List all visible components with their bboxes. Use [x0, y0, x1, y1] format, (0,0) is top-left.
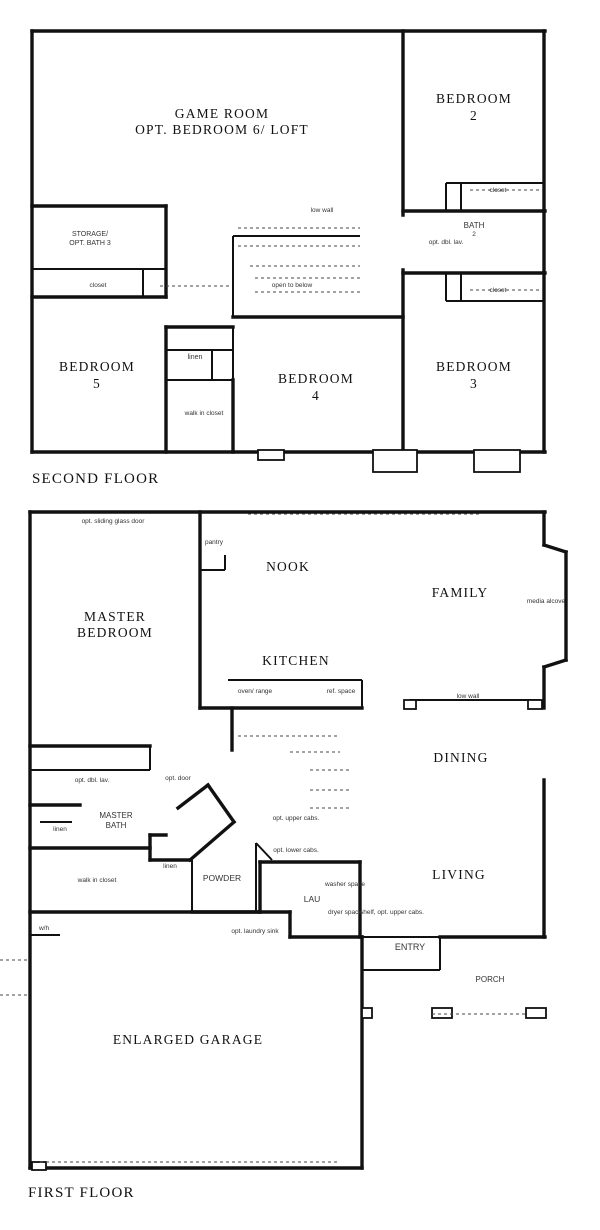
- opt-door-label: opt. door: [165, 775, 191, 782]
- walk-in-closet-label: walk in closet: [184, 410, 224, 417]
- second-floor-title: SECOND FLOOR: [32, 471, 159, 487]
- bedroom-4-label: BEDROOM: [278, 371, 354, 386]
- master-bedroom-label: MASTER: [84, 609, 146, 624]
- bath-2-label: BATH: [464, 221, 485, 230]
- sliding-door-label: opt. sliding glass door: [82, 518, 146, 525]
- washer-space-label: washer space: [324, 881, 365, 888]
- bedroom-5-number: 5: [93, 376, 101, 391]
- storage-opt-label: OPT. BATH 3: [69, 240, 111, 247]
- living-label: LIVING: [432, 867, 486, 882]
- bedroom-5-label: BEDROOM: [59, 359, 135, 374]
- enlarged-garage-label: ENLARGED GARAGE: [113, 1032, 263, 1047]
- pantry-label: pantry: [205, 539, 224, 546]
- master-bath-label: MASTER: [99, 811, 133, 820]
- game-room-label: GAME ROOM: [175, 106, 269, 121]
- powder-label: POWDER: [203, 873, 241, 883]
- laundry-sink-label: opt. laundry sink: [231, 928, 279, 935]
- first-floor-title: FIRST FLOOR: [28, 1185, 135, 1201]
- opt-dbl-lav-label: opt. dbl. lav.: [75, 777, 110, 784]
- media-alcove-label: media alcove: [527, 598, 566, 605]
- closet-right-top-label: closet: [490, 187, 507, 194]
- low-wall-label: low wall: [311, 207, 334, 214]
- shelf-label: shelf, opt. upper cabs.: [360, 909, 424, 916]
- second-floor-windows: [257, 449, 521, 473]
- oven-range-label: oven/ range: [238, 688, 273, 695]
- lower-cabs-label: opt. lower cabs.: [273, 847, 319, 854]
- dining-label: DINING: [433, 750, 488, 765]
- closet-left-label: closet: [90, 282, 107, 289]
- dryer-space-label: dryer space: [328, 909, 362, 916]
- laundry-label: LAU: [304, 894, 321, 904]
- entry-label: ENTRY: [395, 942, 425, 952]
- master-bath-linen-label: linen: [53, 826, 67, 833]
- water-heater-label: w/h: [38, 925, 50, 932]
- nook-label: NOOK: [266, 559, 310, 574]
- storage-label: STORAGE/: [72, 231, 108, 238]
- low-wall-label-first: low wall: [457, 693, 480, 700]
- closet-right-bottom-label: closet: [490, 287, 507, 294]
- bath-2-number: 2: [472, 231, 476, 238]
- first-floor-stairs: [0, 513, 528, 1163]
- linen-2-label: linen: [163, 863, 177, 870]
- bedroom-4-number: 4: [312, 388, 320, 403]
- linen-label: linen: [188, 354, 203, 361]
- second-floor-stairs: [160, 189, 540, 293]
- bedroom-2-number: 2: [470, 108, 478, 123]
- game-room-opt-label: OPT. BEDROOM 6/ LOFT: [135, 122, 309, 137]
- bedroom-2-label: BEDROOM: [436, 91, 512, 106]
- bedroom-3-number: 3: [470, 376, 478, 391]
- first-floor-walls: [28, 510, 569, 1170]
- bedroom-3-label: BEDROOM: [436, 359, 512, 374]
- second-floor-walls: [30, 29, 547, 454]
- ref-space-label: ref. space: [327, 688, 356, 695]
- master-bedroom-label-2: BEDROOM: [77, 625, 153, 640]
- master-bath-label-2: BATH: [106, 821, 127, 830]
- upper-cabs-label: opt. upper cabs.: [273, 815, 320, 822]
- first-floor-windows: [31, 699, 547, 1171]
- walk-in-closet-first-label: walk in closet: [77, 877, 117, 884]
- bath-2-note: opt. dbl. lav.: [429, 239, 464, 246]
- porch-label: PORCH: [476, 975, 505, 984]
- open-to-below-label: open to below: [272, 282, 313, 289]
- kitchen-label: KITCHEN: [262, 653, 330, 668]
- family-label: FAMILY: [432, 585, 489, 600]
